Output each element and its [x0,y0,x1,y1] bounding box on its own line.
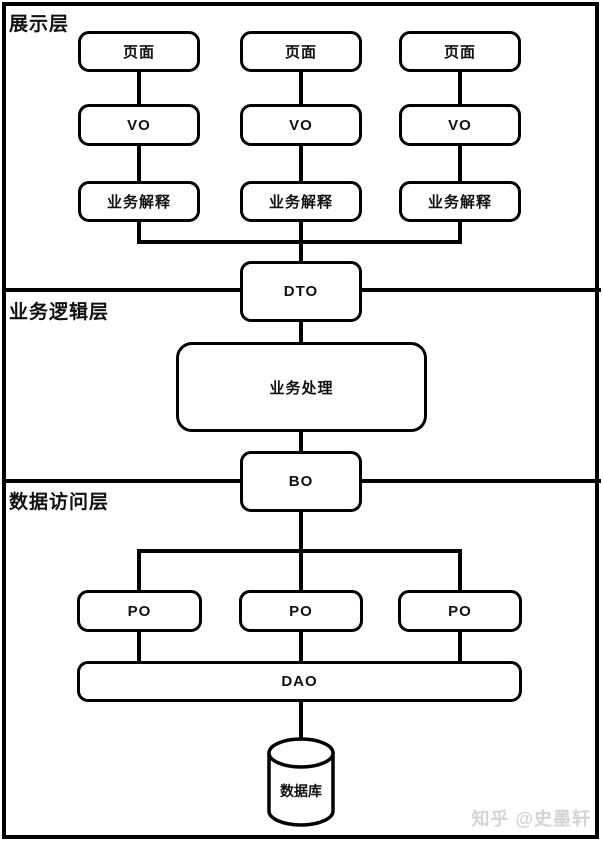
connector-vo-interpret-2 [299,144,303,184]
layer-label-business-logic: 业务逻辑层 [9,302,110,323]
node-page-3: 页面 [399,31,521,72]
node-dto: DTO [240,261,362,322]
connector-bus-bottom [137,549,462,553]
node-bo: BO [240,451,362,512]
connector-interpret-bus-3 [458,220,462,244]
node-interpret-2: 业务解释 [240,181,362,222]
connector-bus-po-1 [137,549,141,593]
node-vo-3: VO [399,104,521,146]
node-interpret-3: 业务解释 [399,181,521,222]
node-page-1: 页面 [78,31,200,72]
connector-process-bo [299,429,303,454]
node-po-2: PO [239,590,363,632]
connector-vo-interpret-3 [458,144,462,184]
node-page-2: 页面 [240,31,362,72]
node-dao: DAO [77,661,522,702]
connector-vo-interpret-1 [137,144,141,184]
database-label: 数据库 [280,783,322,799]
connector-po-dao-2 [299,629,303,664]
connector-po-dao-3 [458,629,462,664]
database-cylinder-shape [267,737,335,827]
watermark: 知乎 @史墨轩 [471,809,591,829]
node-po-3: PO [398,590,522,632]
connector-page-vo-1 [137,70,141,107]
node-po-1: PO [77,590,202,632]
connector-page-vo-3 [458,70,462,107]
node-interpret-1: 业务解释 [78,181,200,222]
connector-po-dao-1 [137,629,141,664]
connector-page-vo-2 [299,70,303,107]
node-business-process: 业务处理 [176,342,427,432]
connector-dao-database [299,699,303,741]
node-vo-2: VO [240,104,362,146]
database-cylinder: 数据库 [264,733,338,831]
connector-dto-process [299,319,303,345]
layer-label-data-access: 数据访问层 [9,492,110,513]
node-vo-1: VO [78,104,200,146]
connector-interpret-bus-1 [137,220,141,244]
layer-label-presentation: 展示层 [9,14,70,35]
connector-bus-po-3 [458,549,462,593]
connector-bus-top [137,240,462,244]
